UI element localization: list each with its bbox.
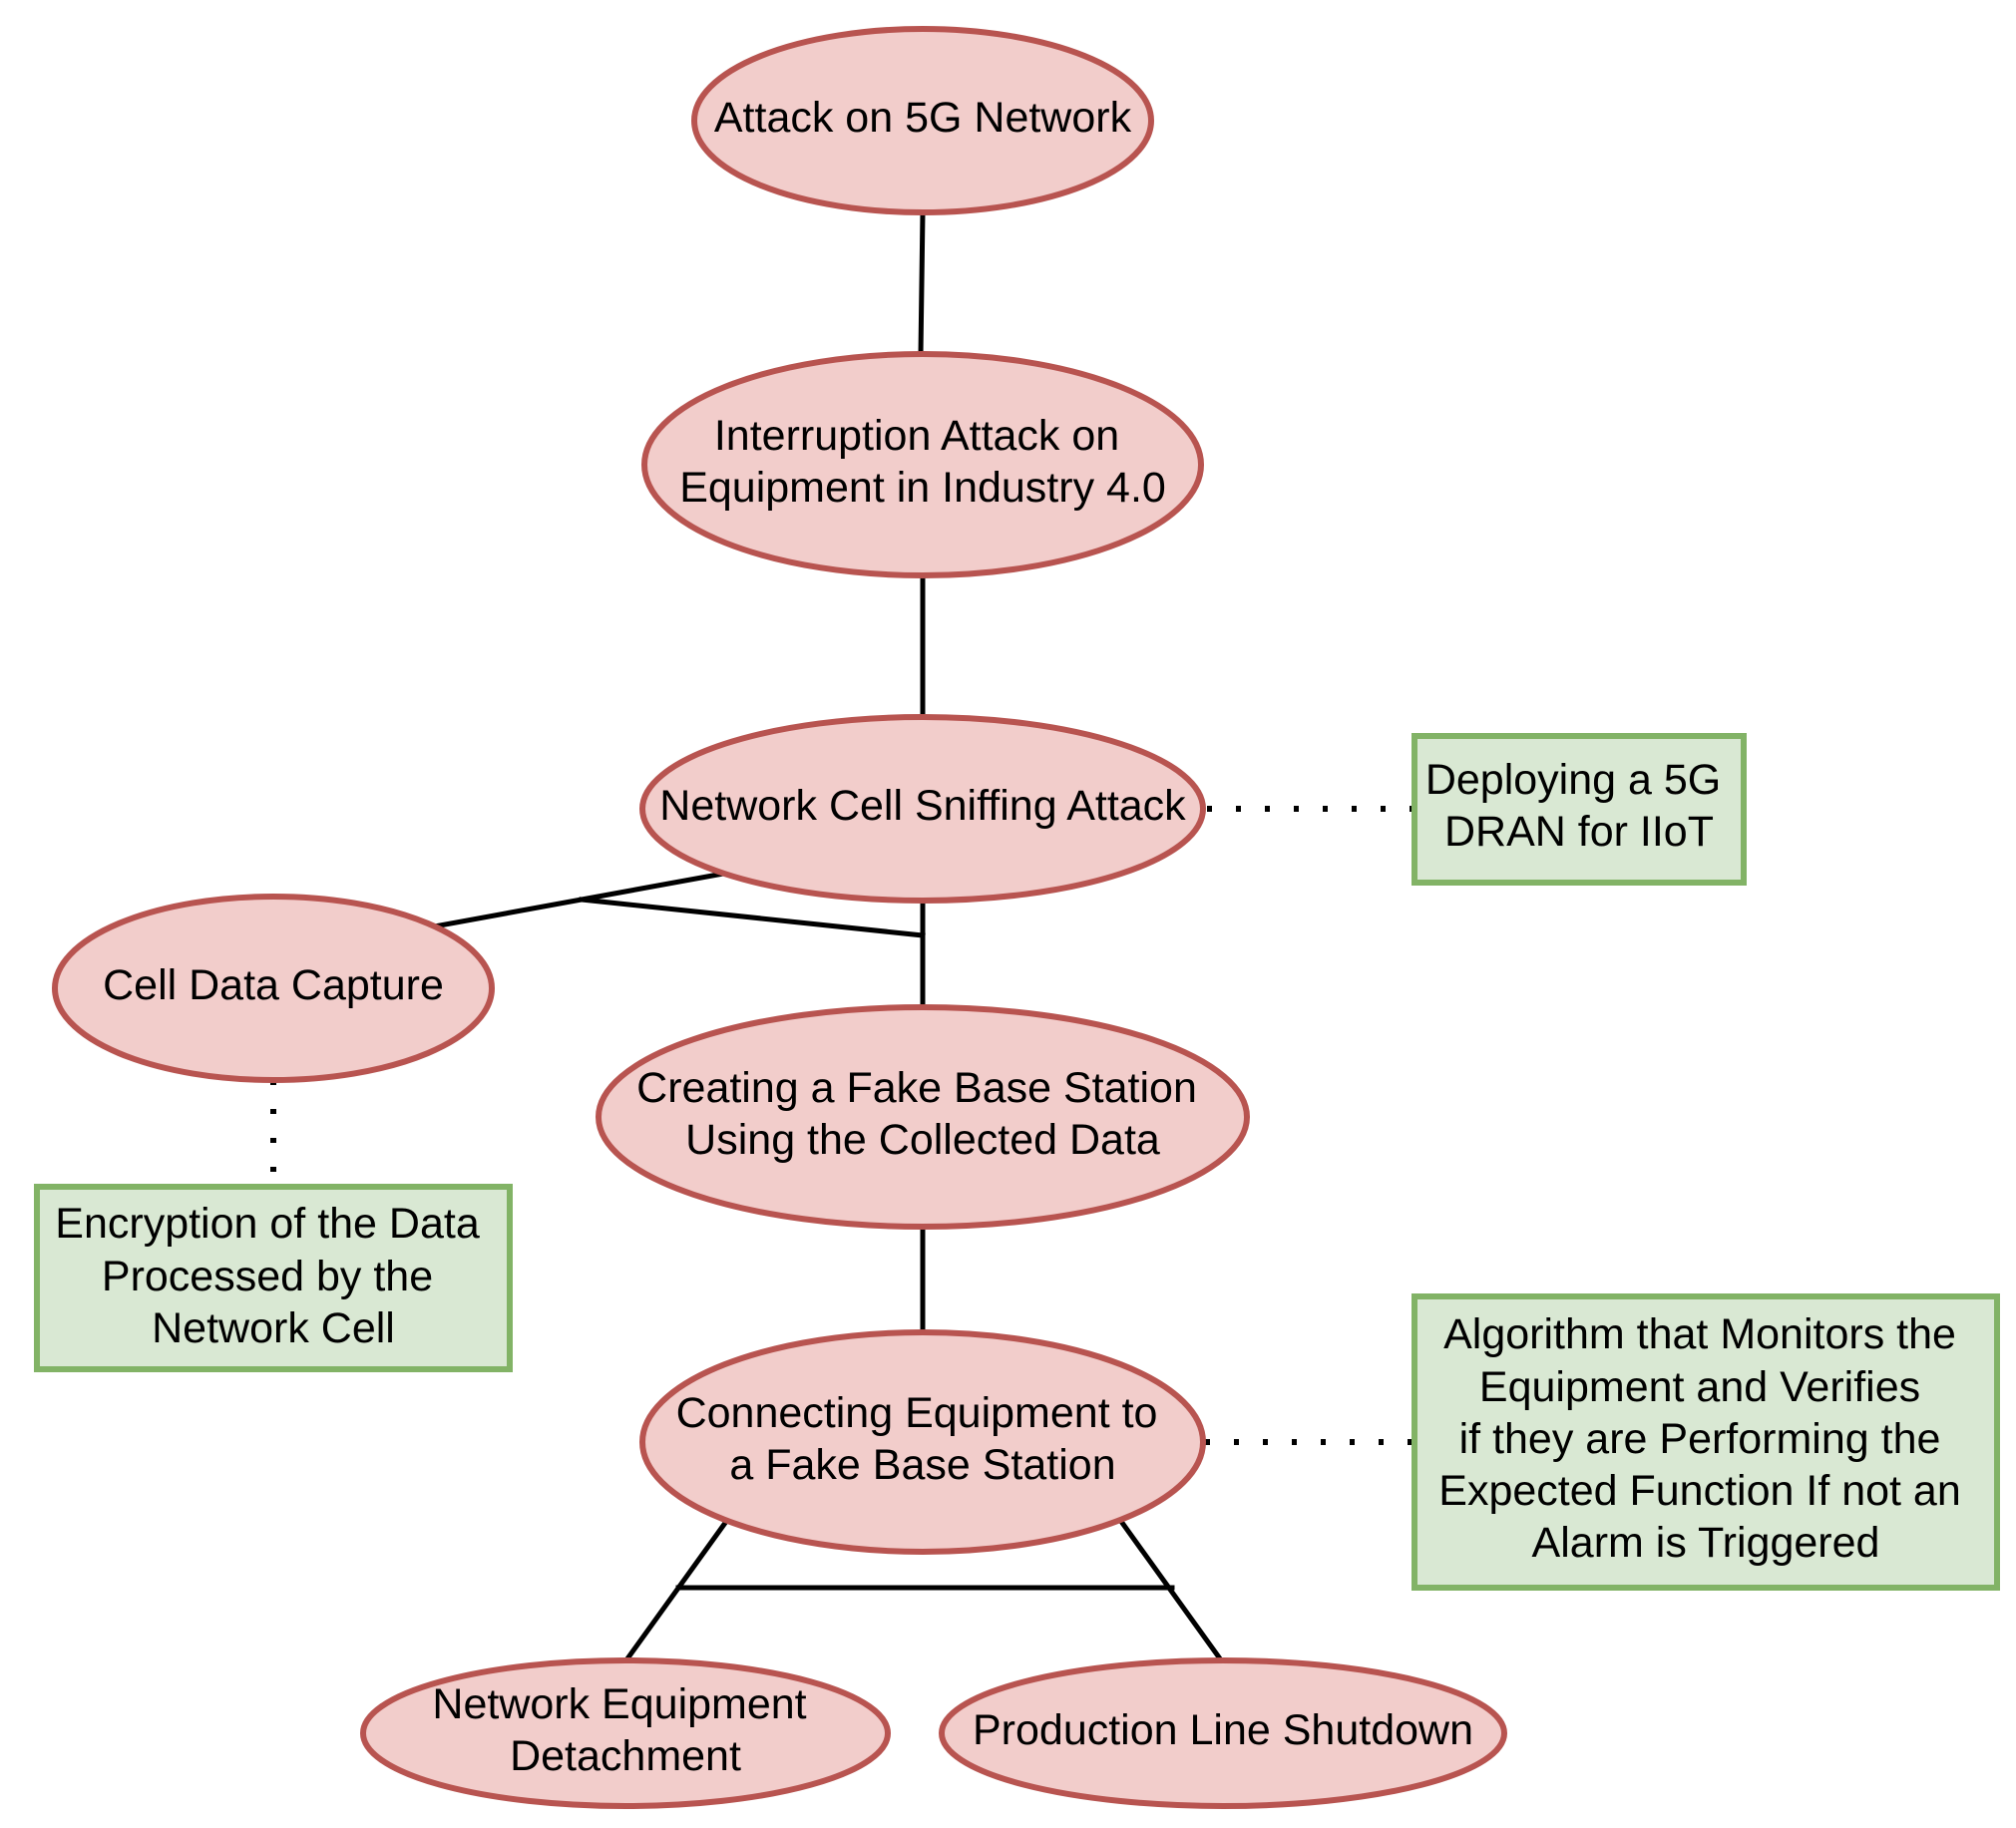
label-line: Deploying a 5G — [1425, 756, 1721, 804]
label-line: Algorithm that Monitors the — [1443, 1310, 1956, 1358]
label-line: Network Cell Sniffing Attack — [659, 782, 1186, 830]
attack-node-sniffing: Network Cell Sniffing Attack — [639, 714, 1206, 904]
node-shape-interruption — [641, 351, 1204, 578]
node-shape-sniffing — [639, 714, 1206, 904]
label-line: Creating a Fake Base Station — [636, 1064, 1197, 1112]
node-shape-connecting — [639, 1329, 1206, 1555]
attack-node-connecting: Connecting Equipment to a Fake Base Stat… — [639, 1329, 1206, 1555]
node-label-shutdown: Production Line Shutdown — [973, 1706, 1473, 1754]
attack-node-interruption: Interruption Attack on Equipment in Indu… — [641, 351, 1204, 578]
label-line: Alarm is Triggered — [1532, 1519, 1880, 1567]
label-line: Network Equipment — [432, 1680, 806, 1728]
label-line: Processed by the — [102, 1253, 433, 1300]
label-line: Expected Function If not an — [1438, 1467, 1961, 1515]
edge-connecting-detachment — [621, 1519, 729, 1665]
countermeasure-links — [270, 806, 1414, 1445]
node-shape-detachment — [360, 1657, 891, 1809]
countermeasure-encryption: Encryption of the Data Processed by the … — [34, 1184, 513, 1372]
node-shape-root — [691, 26, 1154, 215]
label-line: Encryption of the Data — [55, 1200, 480, 1248]
edge-root-interruption — [918, 209, 926, 357]
tree-connectors — [426, 209, 1226, 1665]
box-label-encryption: Encryption of the Data Processed by the … — [55, 1200, 491, 1352]
edge-sniffing-capture-left — [426, 871, 726, 930]
and-gate-bar-sniffing — [579, 897, 926, 938]
label-line: Production Line Shutdown — [973, 1706, 1473, 1754]
node-label-detachment: Network Equipment Detachment — [432, 1680, 818, 1780]
box-label-dran: Deploying a 5G DRAN for IIoT — [1425, 756, 1733, 856]
attack-node-shutdown: Production Line Shutdown — [939, 1657, 1507, 1809]
box-label-monitor: Algorithm that Monitors the Equipment an… — [1438, 1310, 1972, 1567]
countermeasure-monitor: Algorithm that Monitors the Equipment an… — [1411, 1293, 2000, 1591]
node-label-fake-bs: Creating a Fake Base Station Using the C… — [636, 1064, 1209, 1164]
node-label-root: Attack on 5G Network — [714, 94, 1132, 142]
label-line: Equipment and Verifies — [1479, 1363, 1920, 1411]
node-label-interruption: Interruption Attack on Equipment in Indu… — [679, 412, 1166, 512]
label-line: a Fake Base Station — [729, 1441, 1115, 1489]
box-shape-encryption — [34, 1184, 513, 1372]
attack-node-capture: Cell Data Capture — [52, 894, 495, 1083]
label-line: Network Cell — [152, 1304, 395, 1352]
label-line: Detachment — [510, 1732, 741, 1780]
node-shape-shutdown — [939, 1657, 1507, 1809]
node-shape-fake-bs — [596, 1004, 1250, 1230]
label-line: Attack on 5G Network — [714, 94, 1132, 142]
attack-node-detachment: Network Equipment Detachment — [360, 1657, 891, 1809]
label-line: Interruption Attack on — [714, 412, 1119, 460]
label-line: Equipment in Industry 4.0 — [679, 464, 1166, 512]
attack-node-fake-bs: Creating a Fake Base Station Using the C… — [596, 1004, 1250, 1230]
box-shape-dran — [1411, 733, 1747, 886]
label-line: Connecting Equipment to — [676, 1389, 1158, 1437]
countermeasure-dran: Deploying a 5G DRAN for IIoT — [1411, 733, 1747, 886]
node-label-connecting: Connecting Equipment to a Fake Base Stat… — [676, 1389, 1170, 1489]
node-label-capture: Cell Data Capture — [103, 961, 444, 1009]
label-line: DRAN for IIoT — [1444, 808, 1714, 856]
edge-connecting-shutdown — [1118, 1519, 1226, 1665]
node-shape-capture — [52, 894, 495, 1083]
label-line: if they are Performing the — [1459, 1415, 1941, 1463]
label-line: Using the Collected Data — [685, 1116, 1160, 1164]
attack-node-root: Attack on 5G Network — [691, 26, 1154, 215]
node-label-sniffing: Network Cell Sniffing Attack — [659, 782, 1186, 830]
label-line: Cell Data Capture — [103, 961, 444, 1009]
box-shape-monitor — [1411, 1293, 2000, 1591]
